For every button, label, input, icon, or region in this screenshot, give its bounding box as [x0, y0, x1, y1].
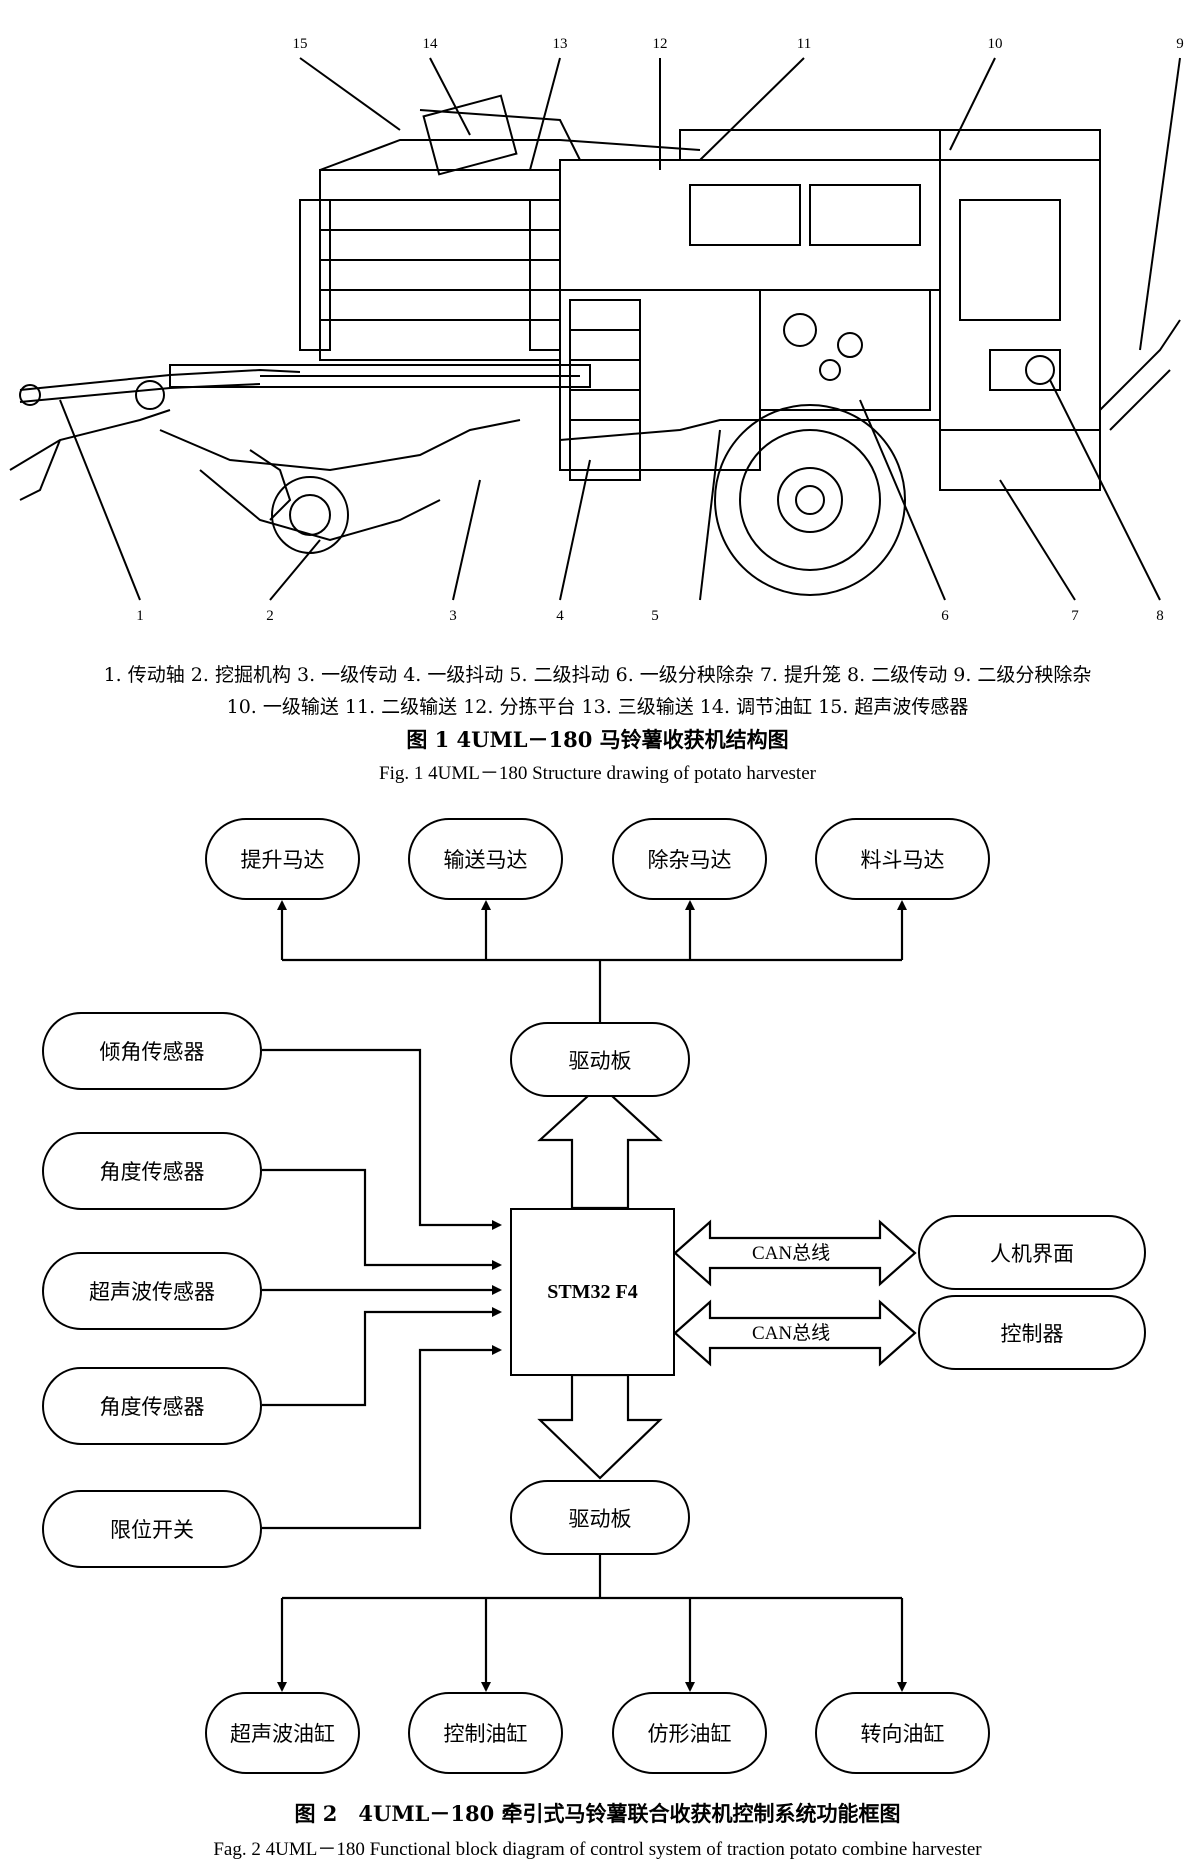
tilt-sensor-node: 倾角传感器: [42, 1012, 262, 1090]
control-cylinder-node: 控制油缸: [408, 1692, 563, 1774]
driver-board-bottom-node: 驱动板: [510, 1480, 690, 1555]
impurity-removal-motor-node: 除杂马达: [612, 818, 767, 900]
driver-board-top-node: 驱动板: [510, 1022, 690, 1097]
part-number-12: 12: [653, 36, 668, 52]
lift-motor-node: 提升马达: [205, 818, 360, 900]
hmi-node: 人机界面: [918, 1215, 1146, 1290]
figure2-title-cn: 图 2 4UML－180 牵引式马铃薯联合收获机控制系统功能框图: [294, 1801, 901, 1826]
ultrasonic-sensor-node: 超声波传感器: [42, 1252, 262, 1330]
steering-cylinder-node: 转向油缸: [815, 1692, 990, 1774]
part-number-8: 8: [1156, 608, 1164, 624]
figure1-legend-line2: 10. 一级输送 11. 二级输送 12. 分拣平台 13. 三级输送 14. …: [226, 696, 969, 718]
angle-sensor-node-2: 角度传感器: [42, 1367, 262, 1445]
mcu-stm32-node: STM32 F4: [510, 1208, 675, 1376]
profiling-cylinder-node: 仿形油缸: [612, 1692, 767, 1774]
part-number-13: 13: [553, 36, 568, 52]
part-number-3: 3: [449, 608, 457, 624]
part-number-6: 6: [941, 608, 949, 624]
part-number-9: 9: [1176, 36, 1184, 52]
controller-node: 控制器: [918, 1295, 1146, 1370]
figure1-title-en: Fig. 1 4UML－180 Structure drawing of pot…: [379, 763, 816, 784]
part-number-5: 5: [651, 608, 659, 624]
figure1-legend-line1: 1. 传动轴 2. 挖掘机构 3. 一级传动 4. 一级抖动 5. 二级抖动 6…: [103, 664, 1092, 686]
part-number-11: 11: [797, 36, 811, 52]
can-bus-label-1: CAN总线: [752, 1243, 831, 1264]
part-number-2: 2: [266, 608, 274, 624]
figure1-title-cn: 图 1 4UML－180 马铃薯收获机结构图: [406, 727, 789, 752]
part-number-10: 10: [988, 36, 1003, 52]
limit-switch-node: 限位开关: [42, 1490, 262, 1568]
part-number-14: 14: [423, 36, 439, 52]
angle-sensor-node-1: 角度传感器: [42, 1132, 262, 1210]
hopper-motor-node: 料斗马达: [815, 818, 990, 900]
figure2-title-en: Fag. 2 4UML－180 Functional block diagram…: [213, 1839, 982, 1860]
harvester-structure-drawing: 15 14 13 12 11 10 9 1 2 3 4 5 6 7 8: [9, 36, 1184, 624]
part-number-15: 15: [293, 36, 308, 52]
part-number-4: 4: [556, 608, 564, 624]
part-number-7: 7: [1071, 608, 1079, 624]
part-number-1: 1: [136, 608, 144, 624]
can-bus-label-2: CAN总线: [752, 1323, 831, 1344]
ultrasonic-cylinder-node: 超声波油缸: [205, 1692, 360, 1774]
conveyor-motor-node: 输送马达: [408, 818, 563, 900]
